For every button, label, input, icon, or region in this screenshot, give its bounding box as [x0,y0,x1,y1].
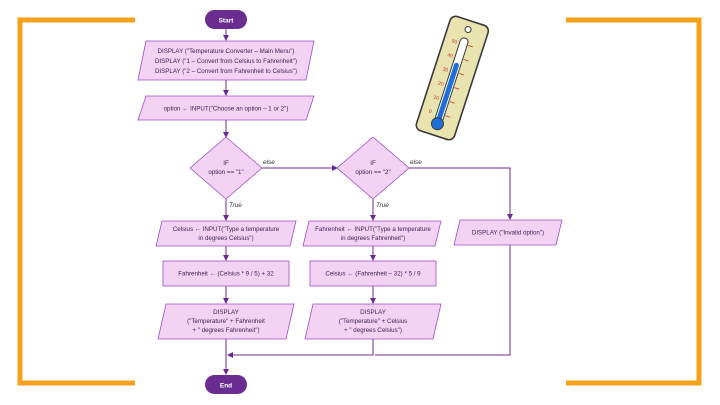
celsius-input-line-1: Celsius ← INPUT("Type a temperature [173,226,280,233]
fahrenheit-calc-node: Fahrenheit ← (Celsius * 9 / 5) + 32 [162,260,290,287]
end-node: End [205,375,247,394]
thermometer-scale-label: 30 [442,66,449,73]
left-bracket [17,17,135,386]
option-input-node: option ← INPUT("Choose an option – 1 or … [137,95,315,121]
label-else-2: else [410,159,422,166]
thermometer-tick [445,115,451,118]
decision1-condition: option == "1" [208,169,243,176]
display-c-line-1: DISPLAY [360,309,386,316]
display-invalid-node: DISPLAY ("Invalid option") [453,219,563,246]
display-f-line-3: + " degrees Fahrenheit") [192,327,259,334]
right-bracket [566,17,702,386]
display-fahrenheit-node: DISPLAY ("Temperature" + Fahrenheit + " … [157,303,295,340]
thermometer-illustration: 50 40 30 20 10 0 [415,15,490,141]
decision1-if: IF [223,160,229,167]
display-celsius-node: DISPLAY ("Temperature" + Celsius + " deg… [304,303,442,340]
thermometer-scale-label: 10 [432,95,439,102]
thermometer-tick [468,44,474,48]
thermometer-scale-label: 50 [451,38,458,45]
edge-invalid-merge [375,245,511,356]
fahrenheit-input-line-2: in degrees Fahrenheit") [341,235,405,242]
menu-line-2: DISPLAY ("1 – Convert from Celsius to Fa… [155,58,297,65]
label-true-1: True [229,202,242,209]
thermometer-scale: 50 40 30 20 10 0 [428,38,474,118]
decision-option-2: IF option == "2" [336,136,410,200]
thermometer-tick [454,87,460,90]
celsius-calc-node: Celsius ← (Fahrenheit – 32) * 5 / 9 [309,260,437,287]
start-node: Start [205,10,247,29]
edge-display-c-merge [227,339,374,358]
menu-line-1: DISPLAY ("Temperature Converter – Main M… [158,48,295,55]
thermometer-tick [458,73,464,76]
thermometer-mercury [436,62,459,122]
display-c-line-2: ("Temperature" + Celsius [339,318,408,325]
menu-line-3: DISPLAY ("2 – Convert from Fahrenheit to… [155,68,297,75]
fahrenheit-input-node: Fahrenheit ← INPUT("Type a temperature i… [302,220,442,247]
label-true-2: True [376,202,389,209]
display-invalid-text: DISPLAY ("Invalid option") [472,230,544,237]
thermometer-scale-label: 0 [428,109,433,116]
thermometer-tick [449,101,455,104]
thermometer-tick [463,59,469,62]
fahrenheit-input-line-1: Fahrenheit ← INPUT("Type a temperature [315,226,431,233]
decision2-if: IF [370,160,376,167]
label-else-1: else [263,159,275,166]
start-label: Start [219,17,235,24]
display-c-line-3: + " degrees Celsius") [344,327,402,334]
thermometer-scale-label: 40 [446,52,453,59]
decision2-condition: option == "2" [355,169,390,176]
display-f-line-2: ("Temperature" + Fahrenheit [187,318,265,325]
celsius-input-line-2: in degrees Celsius") [198,235,253,242]
display-f-line-1: DISPLAY [213,309,239,316]
thermometer-scale-label: 20 [437,80,444,87]
option-input-text: option ← INPUT("Choose an option – 1 or … [164,106,289,113]
thermometer-hang-hole [464,26,472,34]
celsius-calc-text: Celsius ← (Fahrenheit – 32) * 5 / 9 [325,271,421,278]
connectors [223,29,513,375]
menu-display-node: DISPLAY ("Temperature Converter – Main M… [137,40,315,81]
celsius-input-node: Celsius ← INPUT("Type a temperature in d… [155,220,297,247]
decision-option-1: IF option == "1" [189,136,263,200]
edge-decision2-else [409,167,513,220]
end-label: End [220,382,232,389]
thermometer-bulb [430,117,444,131]
fahrenheit-calc-text: Fahrenheit ← (Celsius * 9 / 5) + 32 [178,271,274,278]
